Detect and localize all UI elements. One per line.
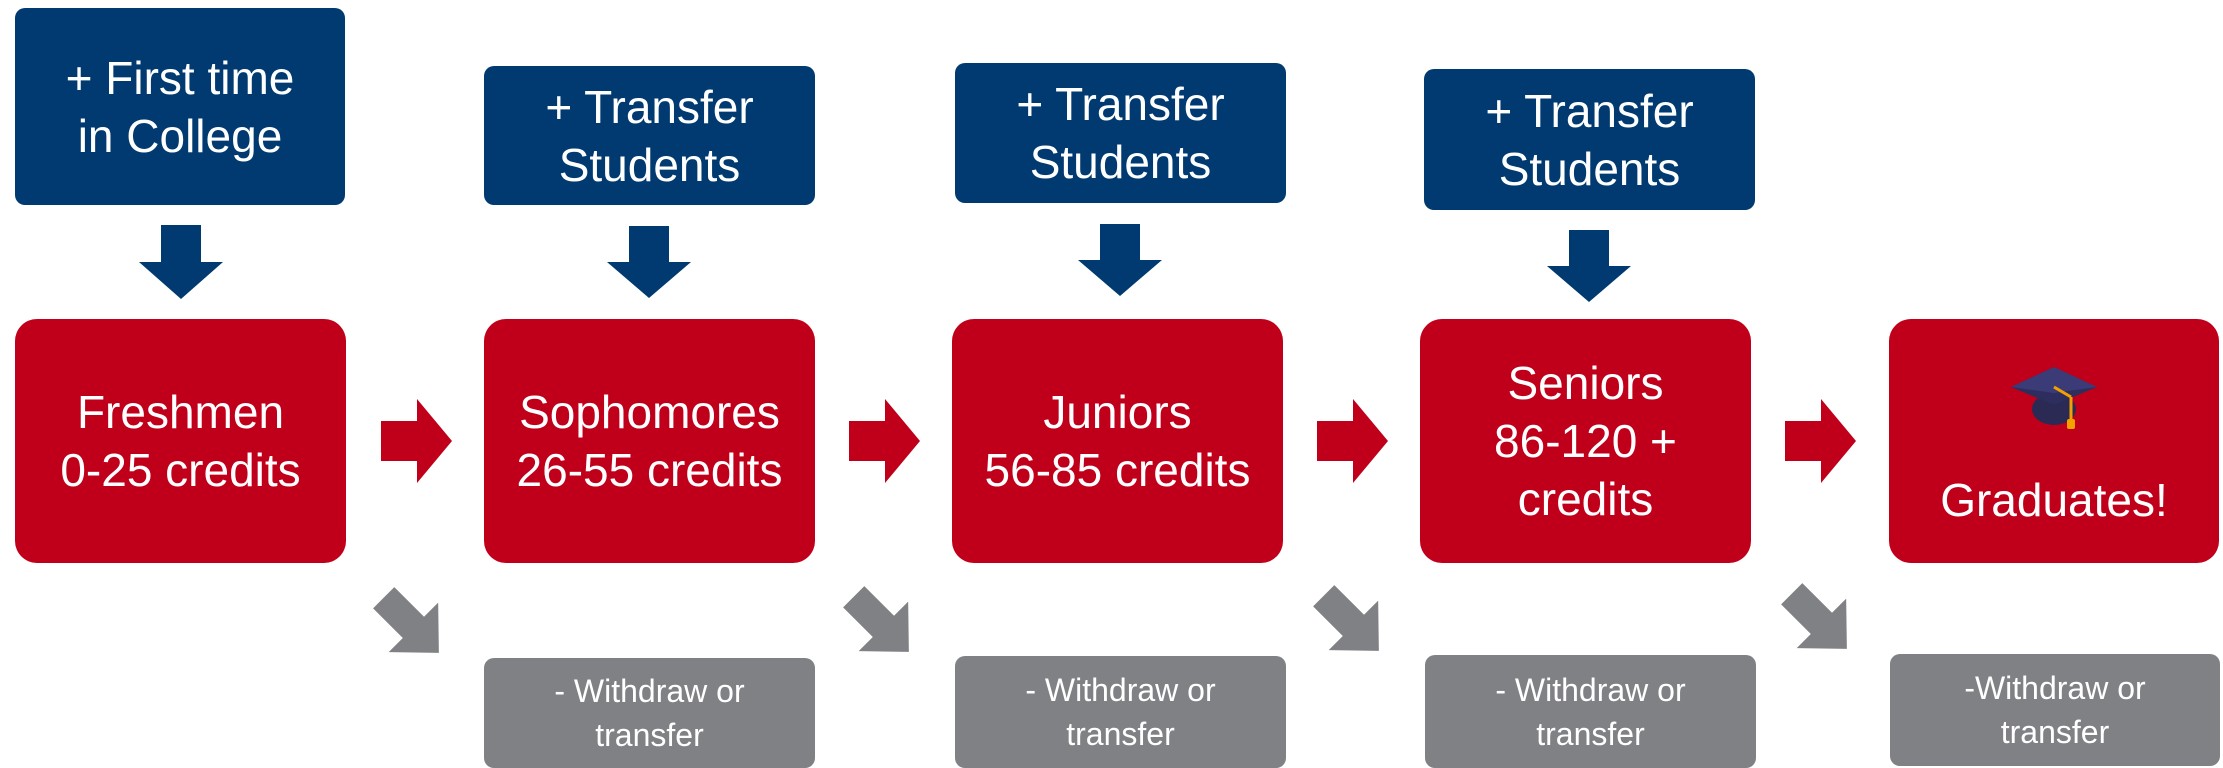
entry-box-transfer-seniors: + Transfer Students bbox=[1424, 69, 1755, 210]
entry-arrow-down-icon bbox=[1078, 224, 1162, 296]
progress-arrow-right-icon bbox=[849, 399, 920, 483]
exit-arrow-diagonal-icon bbox=[1313, 585, 1379, 651]
entry-box-transfer-juniors: + Transfer Students bbox=[955, 63, 1286, 203]
entry-box-transfer-sophomores: + Transfer Students bbox=[484, 66, 815, 205]
exit-arrow-diagonal-icon bbox=[373, 587, 439, 653]
stage-box-seniors: Seniors 86-120 + credits bbox=[1420, 319, 1751, 563]
exit-arrow-diagonal-icon bbox=[843, 586, 909, 652]
exit-box-sophomores: - Withdraw or transfer bbox=[484, 658, 815, 768]
entry-arrow-down-icon bbox=[607, 226, 691, 298]
entry-arrow-down-icon bbox=[1547, 230, 1631, 302]
stage-box-juniors: Juniors 56-85 credits bbox=[952, 319, 1283, 563]
exit-box-seniors: - Withdraw or transfer bbox=[1425, 655, 1756, 768]
graduation-cap-icon bbox=[2011, 367, 2097, 429]
progress-arrow-right-icon bbox=[1317, 399, 1388, 483]
stage-box-freshmen: Freshmen 0-25 credits bbox=[15, 319, 346, 563]
exit-arrow-diagonal-icon bbox=[1781, 583, 1847, 649]
stage-box-sophomores: Sophomores 26-55 credits bbox=[484, 319, 815, 563]
progress-arrow-right-icon bbox=[1785, 399, 1856, 483]
stage-box-graduates: Graduates! bbox=[1889, 319, 2219, 563]
entry-box-first-time: + First time in College bbox=[15, 8, 345, 205]
progress-arrow-right-icon bbox=[381, 399, 452, 483]
exit-box-juniors: - Withdraw or transfer bbox=[955, 656, 1286, 768]
entry-arrow-down-icon bbox=[139, 225, 223, 299]
exit-box-graduates: -Withdraw or transfer bbox=[1890, 654, 2220, 766]
graduates-label: Graduates! bbox=[1940, 474, 2168, 526]
